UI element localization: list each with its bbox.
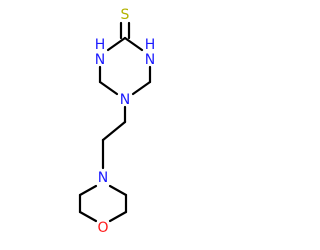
- bond-ch2-ch2: [101, 120, 127, 142]
- nh-left-hydrogen: H: [95, 37, 106, 53]
- bond-morph-left-o: [78, 210, 98, 223]
- molecule-diagram: S H N H N N N O: [78, 7, 156, 236]
- bond-morph-n-left: [78, 184, 98, 197]
- structure-svg: S H N H N N N O: [78, 7, 156, 236]
- ring-nitrogen-atom: N: [120, 92, 130, 108]
- nh-right-hydrogen: H: [145, 37, 156, 53]
- nh-left-nitrogen: N: [95, 52, 105, 68]
- bond-c-nh-left: [106, 36, 127, 52]
- bond-c-nh-right: [123, 36, 144, 52]
- nh-right-nitrogen: N: [145, 52, 155, 68]
- morpholine-nitrogen-atom: N: [98, 170, 108, 186]
- oxygen-atom: O: [97, 220, 108, 236]
- bond-ch2right-n: [131, 80, 152, 96]
- bond-morph-n-right: [108, 184, 128, 197]
- bond-morph-right-o: [108, 210, 128, 223]
- sulfur-atom: S: [121, 7, 130, 23]
- bond-ch2left-n: [98, 80, 119, 96]
